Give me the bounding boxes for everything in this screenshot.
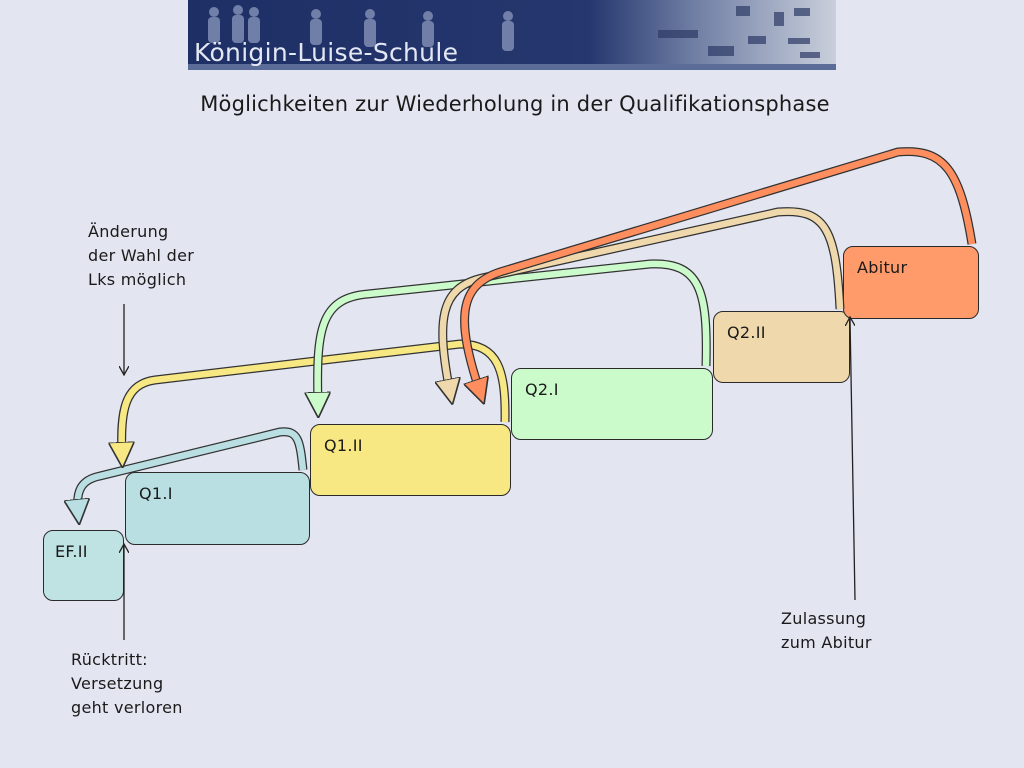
stage-box-q2-i (511, 368, 713, 440)
note-admission-line-1: Zulassung (781, 609, 867, 628)
note-lk-change-line-2: der Wahl der (88, 246, 195, 265)
note-lk-change-line-3: Lks möglich (88, 270, 187, 289)
arrow-q1ii-to-q1i (122, 339, 510, 455)
note-withdrawal-line-2: Versetzung (71, 674, 164, 693)
note-lk-change: Änderung der Wahl der Lks möglich (88, 220, 194, 292)
annotation-arrow-admission (850, 318, 856, 601)
slide-title: Möglichkeiten zur Wiederholung in der Qu… (200, 92, 830, 116)
stage-label-q1-i: Q1.I (139, 484, 173, 503)
arrow-q2ii-to-q1ii (443, 207, 845, 392)
stage-box-abitur (843, 246, 979, 319)
school-banner: Königin-Luise-Schule (188, 0, 836, 70)
note-withdrawal-line-3: geht verloren (71, 698, 183, 717)
stage-label-q2-ii: Q2.II (727, 323, 766, 342)
stage-box-q2-ii (713, 311, 850, 383)
arrow-q1i-to-efii (78, 427, 308, 512)
banner-silhouettes-image (188, 5, 836, 70)
stage-label-q1-ii: Q1.II (324, 436, 363, 455)
arrow-abitur-to-q1ii (460, 147, 977, 392)
note-admission: Zulassung zum Abitur (781, 607, 872, 655)
stage-label-q2-i: Q2.I (525, 380, 559, 399)
school-name-logo-text: Königin-Luise-Schule (194, 38, 459, 67)
note-withdrawal: Rücktritt: Versetzung geht verloren (71, 648, 183, 720)
stage-box-q1-i (125, 472, 310, 545)
note-withdrawal-line-1: Rücktritt: (71, 650, 148, 669)
stage-box-q1-ii (310, 424, 511, 496)
note-lk-change-line-1: Änderung (88, 222, 169, 241)
stage-label-abitur: Abitur (857, 258, 908, 277)
note-admission-line-2: zum Abitur (781, 633, 872, 652)
stage-label-ef-ii: EF.II (55, 542, 88, 561)
arrow-q2i-to-q1ii (318, 259, 711, 405)
